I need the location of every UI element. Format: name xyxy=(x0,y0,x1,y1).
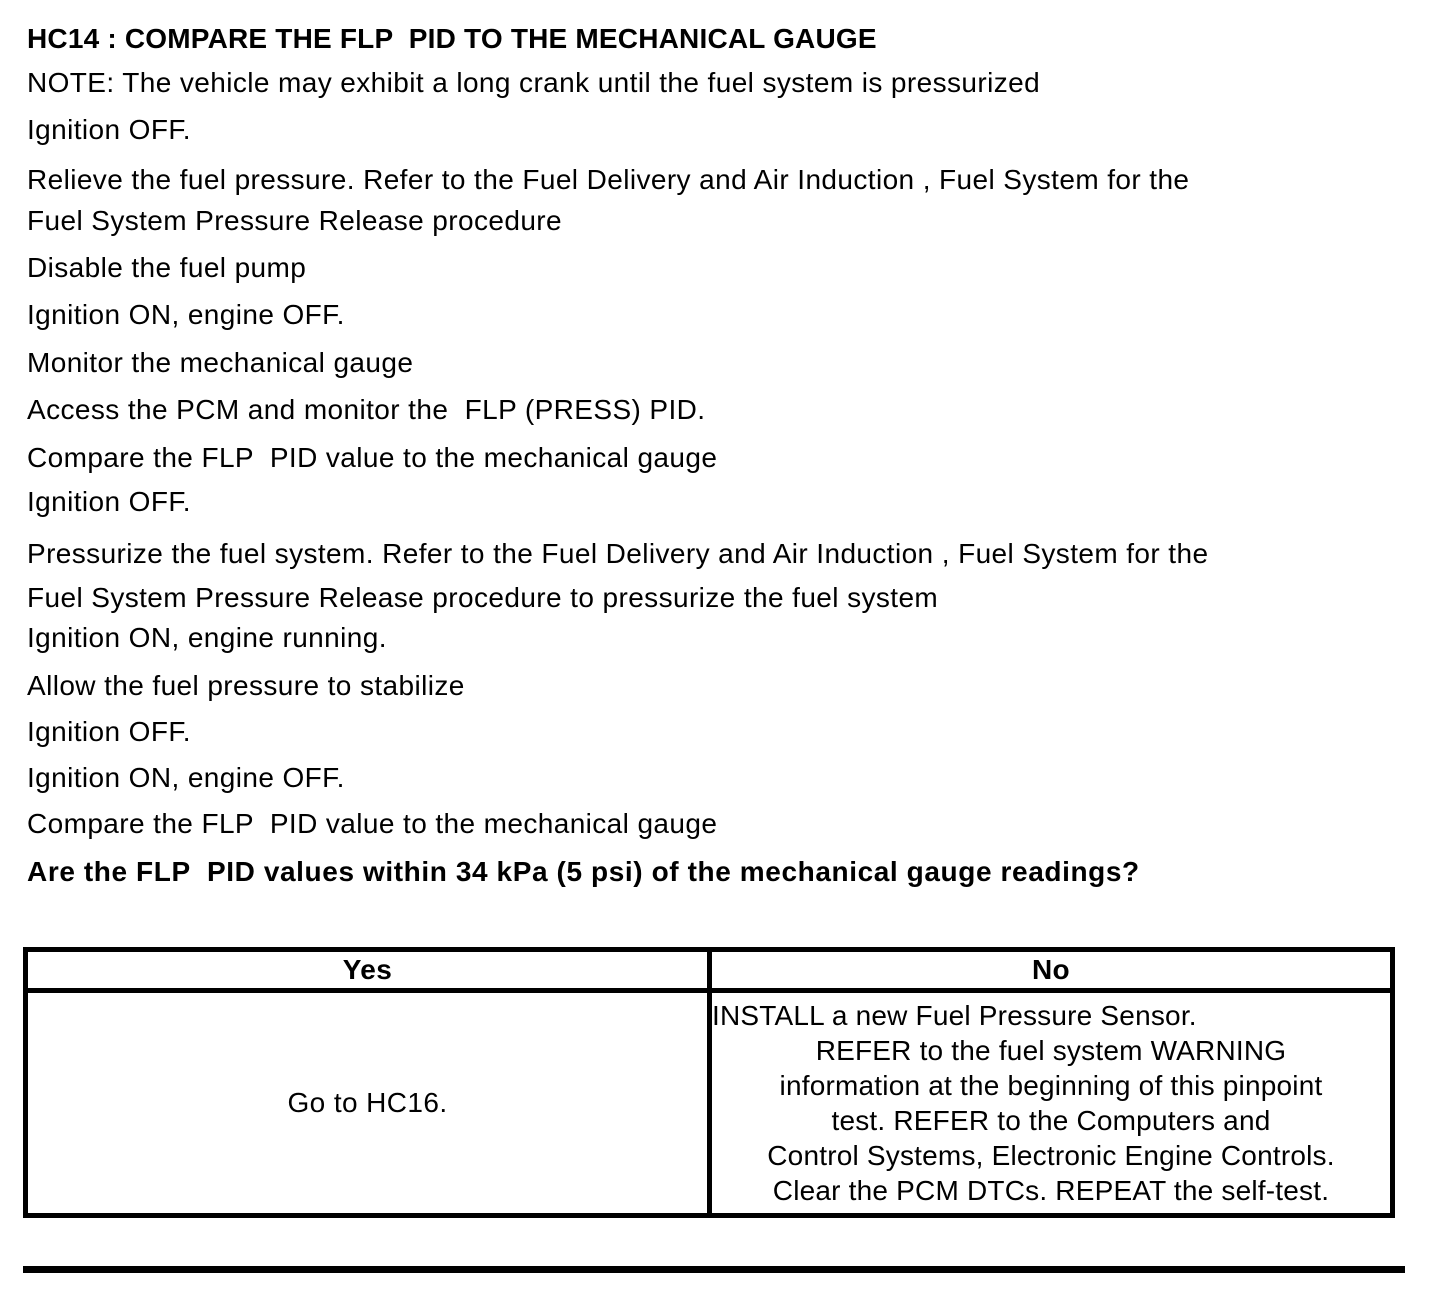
step-relieve-pressure-line-1: Relieve the fuel pressure. Refer to the … xyxy=(27,164,1190,195)
no-action-line: test. REFER to the Computers and xyxy=(831,1105,1271,1136)
step-access-pcm: Access the PCM and monitor the FLP (PRES… xyxy=(27,394,706,425)
yes-no-decision-table: Yes No Go to HC16. INSTALL a new Fuel Pr… xyxy=(23,947,1395,1218)
no-action-line: INSTALL a new Fuel Pressure Sensor. xyxy=(712,1000,1197,1031)
step-monitor-gauge: Monitor the mechanical gauge xyxy=(27,347,414,378)
step-ignition-off-1: Ignition OFF. xyxy=(27,114,191,145)
no-action-line: Clear the PCM DTCs. REPEAT the self-test… xyxy=(772,1175,1330,1206)
no-column-header: No xyxy=(1031,954,1071,985)
step-relieve-pressure-line-2: Fuel System Pressure Release procedure xyxy=(27,205,562,236)
step-compare-flp-pid-1: Compare the FLP PID value to the mechani… xyxy=(27,442,718,473)
step-pressurize-system-line-2: Fuel System Pressure Release procedure t… xyxy=(27,582,939,613)
decision-table-header-row: Yes No xyxy=(28,952,1390,993)
step-allow-pressure-stabilize: Allow the fuel pressure to stabilize xyxy=(27,670,465,701)
page-bottom-divider xyxy=(23,1266,1405,1273)
step-ignition-off-2: Ignition OFF. xyxy=(27,486,191,517)
no-action-cell: INSTALL a new Fuel Pressure Sensor. REFE… xyxy=(712,993,1390,1213)
note-line: NOTE: The vehicle may exhibit a long cra… xyxy=(27,67,1041,98)
step-disable-fuel-pump: Disable the fuel pump xyxy=(27,252,307,283)
no-action-line: REFER to the fuel system WARNING xyxy=(815,1035,1287,1066)
yes-column-header: Yes xyxy=(28,952,712,988)
decision-table-body-row: Go to HC16. INSTALL a new Fuel Pressure … xyxy=(28,993,1390,1213)
step-ignition-on-engine-off-2: Ignition ON, engine OFF. xyxy=(27,762,345,793)
step-compare-flp-pid-2: Compare the FLP PID value to the mechani… xyxy=(27,808,718,839)
step-ignition-on-engine-off-1: Ignition ON, engine OFF. xyxy=(27,299,345,330)
no-action-line: Control Systems, Electronic Engine Contr… xyxy=(767,1140,1335,1171)
yes-action-text: Go to HC16. xyxy=(287,1087,448,1118)
step-ignition-on-engine-running: Ignition ON, engine running. xyxy=(27,622,387,653)
no-action-line: information at the beginning of this pin… xyxy=(779,1070,1323,1101)
procedure-title: HC14 : COMPARE THE FLP PID TO THE MECHAN… xyxy=(27,23,877,54)
step-ignition-off-3: Ignition OFF. xyxy=(27,716,191,747)
step-pressurize-system-line-1: Pressurize the fuel system. Refer to the… xyxy=(27,538,1209,569)
yes-action-cell: Go to HC16. xyxy=(28,993,712,1213)
decision-question: Are the FLP PID values within 34 kPa (5 … xyxy=(27,856,1140,887)
